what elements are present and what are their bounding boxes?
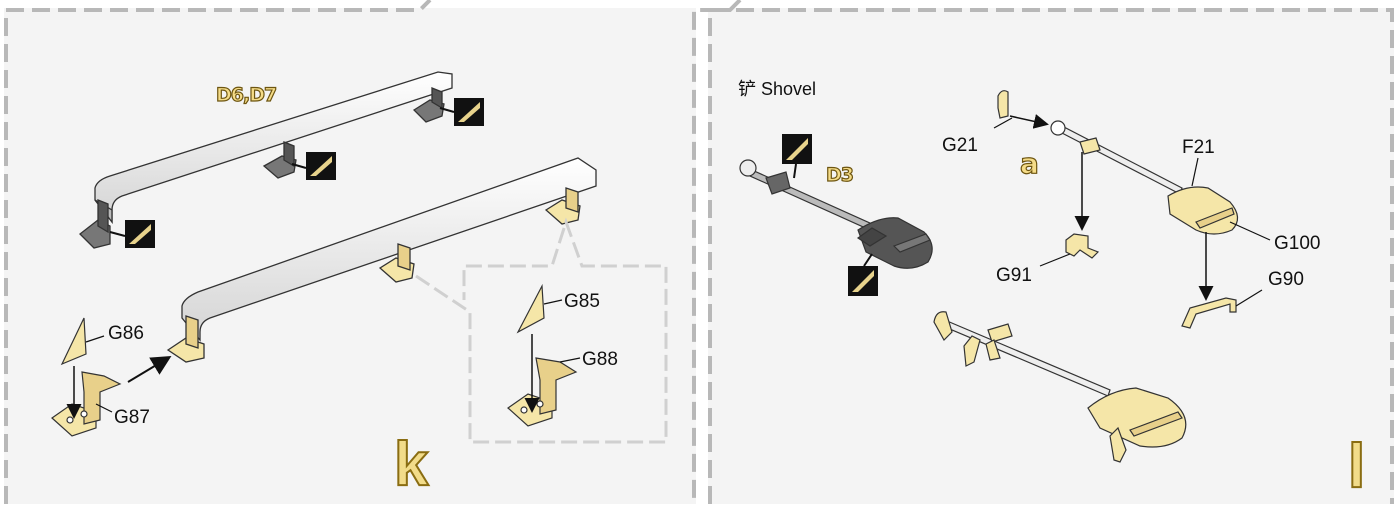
upper-rail-part: [79, 71, 453, 249]
part-f21: [1050, 120, 1239, 235]
detail-callout-box: [415, 217, 668, 444]
step-letter-k: k: [393, 430, 430, 499]
sub-assembly-tag: a: [1019, 147, 1039, 180]
paint-swatch-icon-1: [109, 220, 155, 248]
paint-code-label: D6,D7: [215, 84, 277, 106]
g87-leader: [95, 403, 113, 413]
shovel-assembled-part: [933, 311, 1187, 463]
paint-swatch-icon-2: [291, 152, 336, 180]
paint-swatch-icon-4: [782, 134, 812, 179]
part-g86: [60, 317, 87, 366]
rail-bracket-yellow-3: [544, 187, 581, 225]
label-g91: G91: [996, 265, 1032, 286]
label-g21: G21: [942, 135, 978, 156]
label-g86: G86: [108, 323, 144, 344]
paint-code-label-d3: D3: [825, 164, 854, 186]
g100-leader: [1229, 221, 1271, 241]
g86-leader: [85, 335, 105, 343]
part-g91: [1065, 233, 1100, 259]
part-g87: [51, 371, 122, 437]
part-g90: [1181, 297, 1237, 329]
g90-leader: [1235, 289, 1263, 307]
panel-borders: [4, 0, 1394, 504]
label-f21: F21: [1182, 137, 1215, 158]
paint-swatch-icon-5: [848, 253, 878, 296]
paint-swatch-icon-3: [439, 98, 484, 126]
g91-leader: [1039, 253, 1071, 267]
part-g21: [997, 90, 1009, 119]
panel-l: [708, 8, 1394, 504]
label-g90: G90: [1268, 269, 1304, 290]
label-g85: G85: [564, 291, 600, 312]
assembly-arrow: [127, 355, 172, 383]
rail-bracket-1: [79, 199, 111, 249]
label-g87: G87: [114, 407, 150, 428]
step-letter-l: l: [1347, 432, 1366, 501]
rail-bracket-yellow-2: [378, 243, 415, 283]
rail-bracket-2: [262, 141, 297, 179]
part-g88: [507, 357, 578, 427]
label-g88: G88: [582, 349, 618, 370]
g85-leader: [543, 299, 563, 305]
part-g85: [516, 283, 545, 334]
g21-leader: [993, 117, 1013, 129]
g21-insert-arrow: [1009, 114, 1049, 129]
rail-bracket-yellow-1: [166, 315, 205, 363]
label-g100: G100: [1274, 233, 1321, 254]
section-title: 铲 Shovel: [738, 79, 817, 99]
shovel-painted-part: [739, 159, 933, 269]
lower-rail-part: [166, 157, 597, 363]
g88-leader: [559, 357, 581, 363]
f21-leader: [1191, 157, 1199, 187]
